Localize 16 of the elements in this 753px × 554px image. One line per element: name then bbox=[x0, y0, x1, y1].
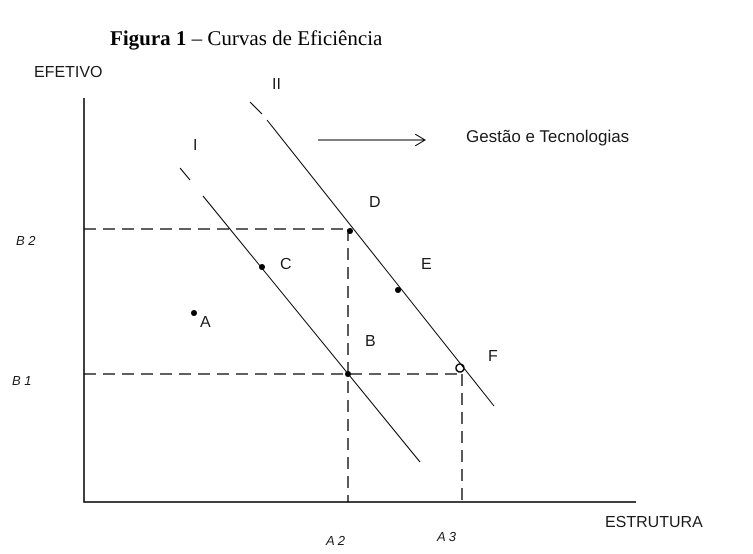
point-label: F bbox=[488, 348, 498, 366]
annotation-text: Gestão e Tecnologias bbox=[466, 128, 630, 147]
curve-label: II bbox=[272, 76, 281, 94]
tick-label: A 3 bbox=[437, 530, 456, 544]
point-label: C bbox=[280, 256, 292, 274]
figure-title: Figura 1 – Curvas de Eficiência bbox=[110, 26, 382, 51]
tick-label: B 2 bbox=[16, 234, 36, 248]
point-label: E bbox=[421, 256, 432, 274]
tick-label: A 2 bbox=[326, 534, 346, 548]
curve-label: I bbox=[193, 137, 198, 155]
axis-title: ESTRUTURA bbox=[605, 514, 703, 532]
point-label: A bbox=[200, 314, 211, 332]
point-label: D bbox=[369, 194, 381, 212]
axis-title: EFETIVO bbox=[34, 64, 102, 82]
point-label: B bbox=[365, 333, 376, 351]
tick-label: B 1 bbox=[12, 374, 32, 388]
